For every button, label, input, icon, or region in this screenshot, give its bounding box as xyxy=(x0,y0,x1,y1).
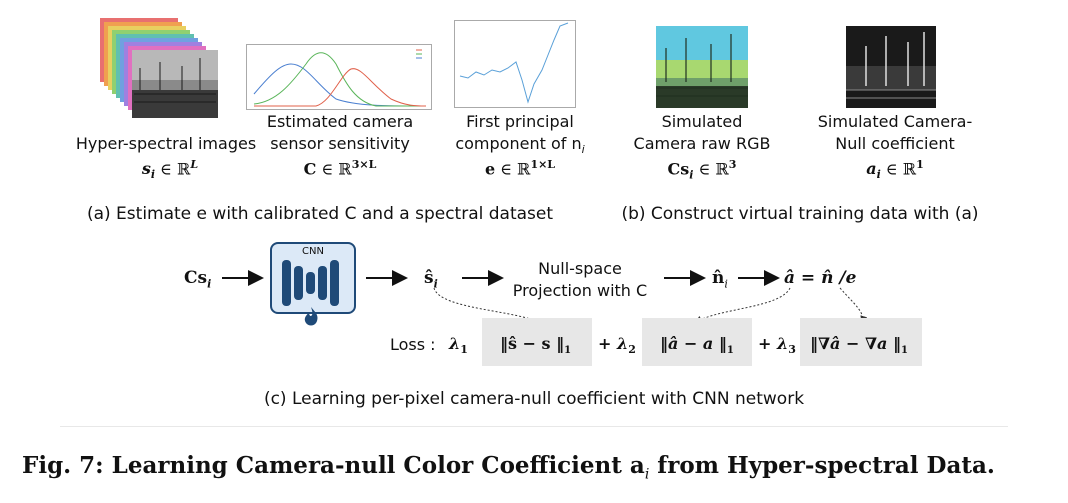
divider xyxy=(60,426,1008,427)
cnn-label: CNN xyxy=(302,246,324,257)
lambda-3: + λ3 xyxy=(758,334,796,357)
principal-component-chart xyxy=(454,20,576,108)
panel-a: Hyper-spectral images si ∈ ℝL Estimated … xyxy=(0,0,600,230)
principal-component-label: First principal component of n​i xyxy=(455,112,585,157)
hyperspectral-stack-image xyxy=(100,18,218,118)
camera-null-label: Simulated Camera- Null coefficient xyxy=(817,112,973,153)
sensitivity-curve-b xyxy=(253,63,427,107)
loss-label: Loss : xyxy=(390,335,436,354)
loss-term-1-box xyxy=(482,318,592,366)
panel-b-caption: (b) Construct virtual training data with… xyxy=(621,204,979,224)
cnn-layers-icon xyxy=(282,260,339,306)
loss-term-2-box xyxy=(642,318,752,366)
input-cs: Csi xyxy=(184,268,212,291)
lambda-2: + λ2 xyxy=(598,334,636,357)
sensitivity-curve-g xyxy=(253,52,426,107)
camera-null-coefficient-image xyxy=(846,26,936,108)
loss-term-1: ‖ŝ − s ‖1 xyxy=(500,334,572,357)
camera-raw-rgb-math: Csi ∈ ℝ3 xyxy=(667,158,737,182)
lambda-1: λ1 xyxy=(449,334,468,357)
n-hat-output: n̂i xyxy=(712,268,728,291)
dotted-arrow-ahat-to-loss xyxy=(695,287,791,323)
loss-term-2: ‖â − a ‖1 xyxy=(660,334,734,357)
flame-icon xyxy=(304,307,318,326)
a-hat-formula: â = n̂ /e xyxy=(784,268,857,288)
null-space-projection: Null-space Projection with C xyxy=(512,259,648,300)
cnn-block: CNN xyxy=(270,242,356,314)
camera-null-math: ai ∈ ℝ1 xyxy=(866,158,924,182)
s-hat-output: ŝi xyxy=(424,268,438,291)
sensitivity-math: C ∈ ℝ3×L xyxy=(303,158,377,179)
camera-raw-rgb-label: Simulated Camera raw RGB xyxy=(633,112,771,153)
sensor-sensitivity-chart xyxy=(246,44,432,110)
camera-raw-rgb-image xyxy=(656,26,748,108)
principal-component-math: e ∈ ℝ1×L xyxy=(484,158,556,179)
panel-b: Simulated Camera raw RGB Csi ∈ ℝ3 Simula… xyxy=(600,0,1068,230)
sensitivity-label: Estimated camera sensor sensitivity xyxy=(266,112,414,153)
figure-caption: Fig. 7: Learning Camera-null Color Coeff… xyxy=(22,452,995,483)
panel-a-caption: (a) Estimate e with calibrated C and a s… xyxy=(86,204,554,224)
sensitivity-curve-r xyxy=(254,68,427,107)
hyperspectral-label: Hyper-spectral images xyxy=(75,134,257,153)
loss-term-3-box xyxy=(800,318,922,366)
panel-c-caption: (c) Learning per-pixel camera-null coeff… xyxy=(263,389,805,409)
loss-term-3: ‖∇â − ∇a ‖1 xyxy=(810,334,908,357)
dotted-arrow-ahat-to-grad xyxy=(839,287,868,323)
pca-curve xyxy=(459,22,569,104)
hyperspectral-math: si ∈ ℝL xyxy=(141,158,199,182)
